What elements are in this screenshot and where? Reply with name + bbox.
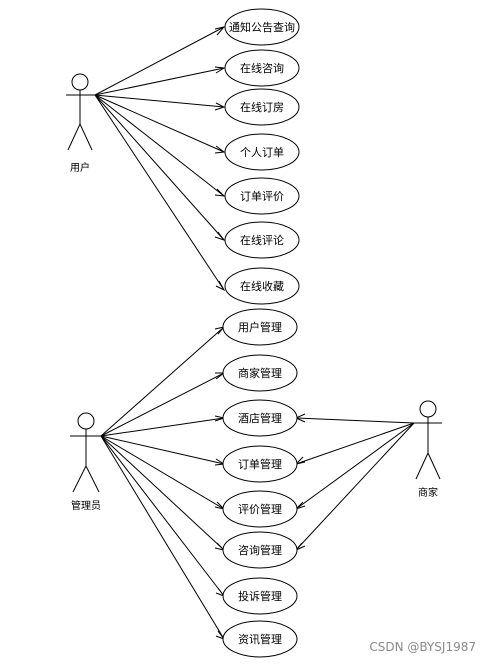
use-case-label: 通知公告查询 [229,20,295,34]
use-case-label: 在线咨询 [240,61,284,75]
use-case-hotel-management: 酒店管理 [222,399,298,437]
use-case-label: 在线收藏 [240,279,284,293]
use-case-label: 订单评价 [240,190,284,203]
use-case-online-consult: 在线咨询 [224,49,300,87]
use-case-online-comment: 在线评论 [224,221,300,259]
use-case-label: 在线评论 [240,233,284,247]
use-case-order-management: 订单管理 [222,445,298,483]
use-case-label: 酒店管理 [238,411,282,425]
use-case-review-management: 评价管理 [222,490,298,528]
actor-label-admin: 管理员 [71,499,101,512]
use-case-online-booking: 在线订房 [224,88,300,126]
use-case-label: 评价管理 [238,502,282,516]
actor-merchant: 商家 [414,400,442,499]
use-case-personal-order: 个人订单 [224,133,300,171]
use-case-notice-query: 通知公告查询 [224,8,300,46]
watermark: CSDN @BYSJ1987 [369,640,476,654]
actor-user: 用户 [66,73,95,174]
use-case-label: 订单管理 [238,457,282,471]
use-case-news-management: 资讯管理 [222,620,298,658]
actor-label-merchant: 商家 [418,486,438,499]
use-case-consult-management: 咨询管理 [222,531,298,569]
use-case-online-favorite: 在线收藏 [224,267,300,305]
use-case-label: 资讯管理 [238,632,282,646]
use-case-label: 商家管理 [238,366,282,380]
use-case-label: 投诉管理 [238,589,282,603]
actor-admin: 管理员 [70,412,101,512]
use-case-label: 个人订单 [240,146,284,159]
use-case-complaint-management: 投诉管理 [222,577,298,615]
use-case-order-review: 订单评价 [224,177,300,215]
use-case-label: 用户管理 [238,320,282,334]
use-case-label: 咨询管理 [238,543,282,557]
actor-label-user: 用户 [70,161,90,174]
use-case-merchant-management: 商家管理 [222,354,298,392]
use-case-label: 在线订房 [240,100,284,114]
use-case-user-management: 用户管理 [222,308,298,346]
